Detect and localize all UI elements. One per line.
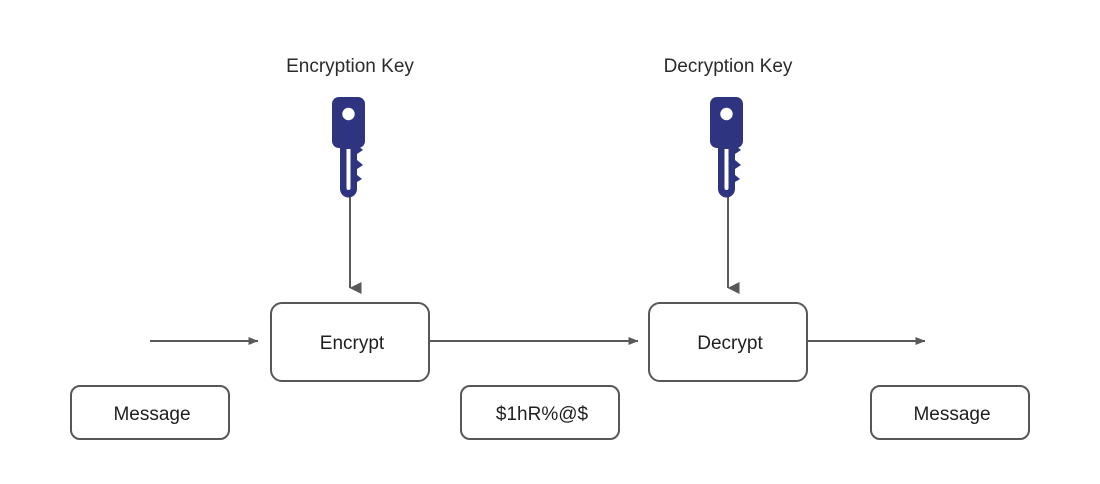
encrypt-node-label: Encrypt bbox=[319, 333, 385, 354]
plaintext-input-label: Message bbox=[113, 403, 191, 425]
decrypt-node[interactable]: Decrypt bbox=[648, 302, 808, 382]
ciphertext-label: $1hR%@$ bbox=[495, 403, 589, 425]
encrypt-node[interactable]: Encrypt bbox=[270, 302, 430, 382]
key-icon bbox=[332, 97, 365, 198]
decryption-key-caption: Decryption Key bbox=[663, 56, 793, 77]
plaintext-output-label: Message bbox=[913, 403, 991, 425]
plaintext-output-node[interactable]: Message bbox=[870, 385, 1030, 440]
key-icon bbox=[710, 97, 743, 198]
encryption-key-caption: Encryption Key bbox=[286, 56, 414, 77]
ciphertext-node[interactable]: $1hR%@$ bbox=[460, 385, 620, 440]
plaintext-input-node[interactable]: Message bbox=[70, 385, 230, 440]
decrypt-node-label: Decrypt bbox=[697, 333, 763, 354]
